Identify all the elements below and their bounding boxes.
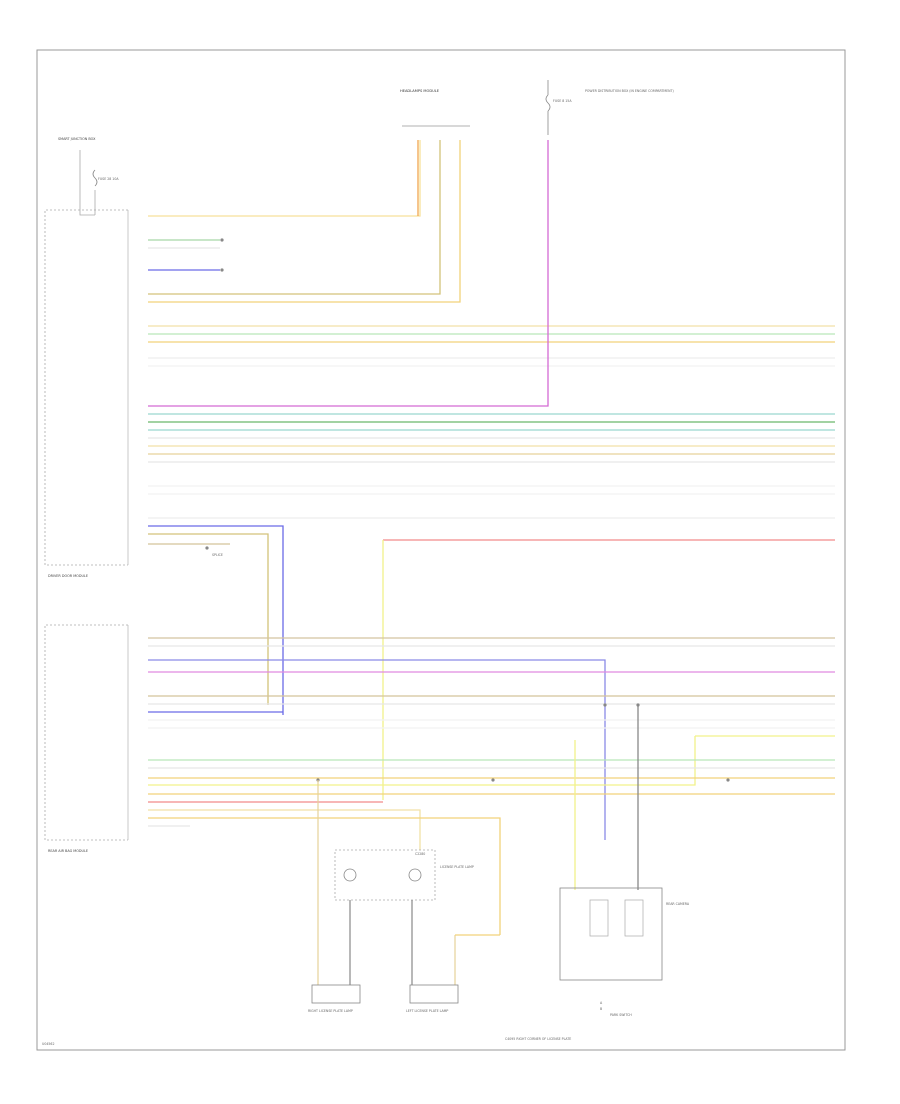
headlamp-module: HEADLAMPS MODULE [400, 89, 470, 127]
splices [205, 238, 730, 782]
rear-camera-label: REAR CAMERA [666, 902, 690, 906]
left-license-lamp: LEFT LICENSE PLATE LAMP [406, 984, 459, 1013]
module-left-1-label: DRIVER DOOR MODULE [48, 574, 88, 578]
rear-camera: REAR CAMERA PARK SWITCH A B C4095 RIGHT … [505, 887, 690, 1041]
fuse-left-desc: SMART JUNCTION BOX [58, 137, 96, 141]
note-b: B [600, 1007, 602, 1011]
module-left-2-label: REAR AIR BAG MODULE [48, 849, 88, 853]
left-module-1 [44, 209, 129, 566]
wires-upper [148, 140, 835, 800]
fuse-left: FUSE 28 10A [79, 150, 119, 216]
left-license-lamp-label: LEFT LICENSE PLATE LAMP [406, 1009, 448, 1013]
right-license-lamp-label: RIGHT LICENSE PLATE LAMP [308, 1009, 353, 1013]
diagram-frame [36, 49, 846, 1051]
splice-label: SPLICE [212, 553, 223, 557]
license-lamp-housing-label: LICENSE PLATE LAMP [440, 865, 474, 869]
lower-wires-lamps [317, 780, 500, 985]
fuse-left-label: FUSE 28 10A [98, 177, 119, 181]
fuse-top-desc: POWER DISTRIBUTION BOX (IN ENGINE COMPAR… [585, 89, 674, 93]
figure-id: U04562 [42, 1042, 54, 1046]
note-a: A [600, 1001, 603, 1005]
fuse-top-label: FUSE 8 15A [553, 99, 572, 103]
rear-camera-caption: C4095 RIGHT CORNER OF LICENSE PLATE [505, 1037, 571, 1041]
left-module-2 [44, 624, 129, 841]
wires-lower [148, 637, 835, 935]
headlamp-module-title: HEADLAMPS MODULE [400, 89, 440, 93]
park-switch-label: PARK SWITCH [610, 1013, 632, 1017]
fuse-top: FUSE 8 15A POWER DISTRIBUTION BOX (IN EN… [545, 80, 674, 135]
right-license-lamp: RIGHT LICENSE PLATE LAMP [308, 984, 361, 1013]
license-lamp-housing: LICENSE PLATE LAMP C2280 [334, 849, 474, 901]
connector-label: C2280 [415, 852, 425, 856]
